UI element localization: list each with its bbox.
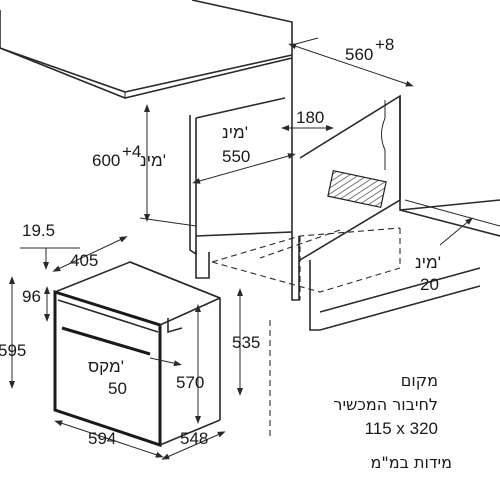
rear-wall (299, 94, 500, 331)
notes: מקום לחיבור המכשיר 115 x 320 מידות במ"מ (333, 371, 452, 472)
label-door-depth: 405 (70, 251, 98, 270)
cabinet-panels (189, 58, 300, 301)
outlet-area (327, 169, 387, 209)
label-handle-word: מקס' (88, 357, 124, 376)
niche-outline (211, 227, 401, 300)
label-wall-gap-value: 20 (420, 275, 439, 294)
dimension-lines (9, 37, 474, 460)
label-front-offset: 19.5 (22, 221, 55, 240)
label-body-depth: 548 (180, 429, 208, 448)
oven (53, 261, 221, 448)
label-wall-gap-word: מינ' (415, 253, 441, 272)
label-handle-value: 50 (108, 379, 127, 398)
label-panel-height: 96 (22, 287, 41, 306)
note-outlet-line1: מקום (401, 371, 438, 390)
label-body-height-full: 570 (176, 373, 204, 392)
label-niche-height-min: מינ' (140, 151, 166, 170)
label-niche-width-word: מינ' (222, 123, 248, 142)
label-outlet-offset: 180 (296, 108, 324, 127)
note-units: מידות במ"מ (371, 453, 452, 472)
label-body-height: 535 (232, 333, 260, 352)
label-niche-height: 600 (92, 151, 120, 170)
dimension-labels: 560 +8 600 +4 מינ' מינ' 550 180 מינ' 20 … (0, 35, 441, 448)
label-niche-width-value: 550 (222, 147, 250, 166)
label-counter-depth-tol: +8 (375, 35, 394, 54)
countertop (0, 0, 293, 99)
label-front-height: 595 (0, 341, 26, 360)
label-front-width: 594 (88, 429, 116, 448)
note-outlet-size: 115 x 320 (365, 419, 438, 438)
note-outlet-line2: לחיבור המכשיר (333, 395, 438, 414)
label-counter-depth: 560 (345, 45, 373, 64)
label-niche-height-tol: +4 (122, 142, 141, 161)
